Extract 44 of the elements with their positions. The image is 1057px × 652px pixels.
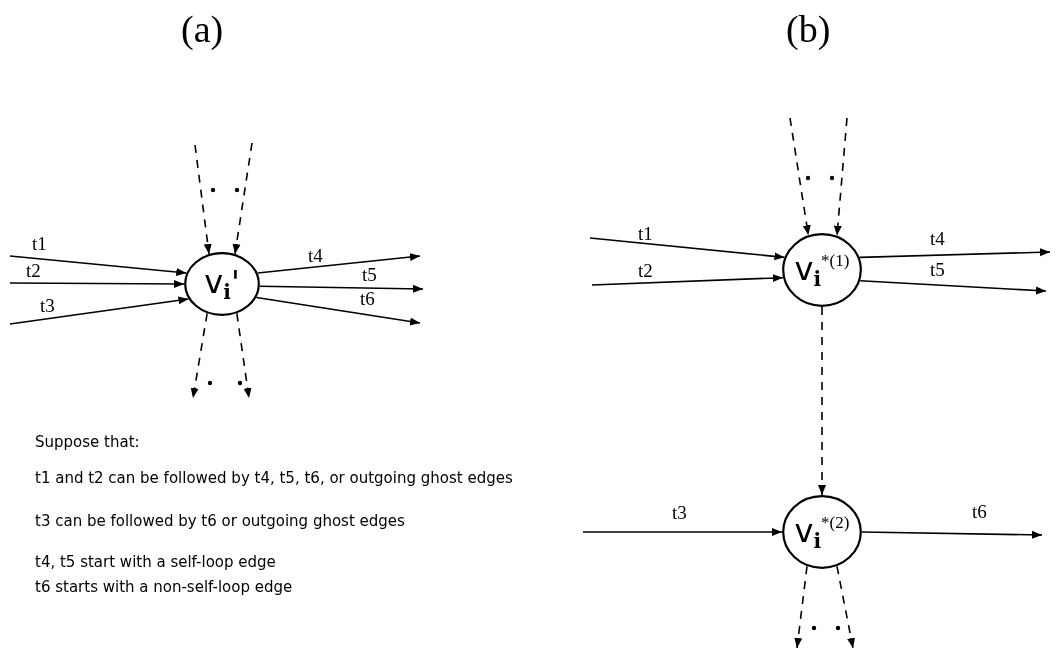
- arrow: [858, 248, 1051, 259]
- note-text: Suppose that:: [35, 432, 141, 453]
- state-circle: [782, 233, 862, 307]
- dashed-arrow: [194, 144, 212, 255]
- dashed-arrow: [190, 312, 208, 399]
- edge-label: t6: [360, 289, 375, 308]
- arrow: [589, 237, 786, 261]
- edge-label: t3: [40, 296, 55, 315]
- edge-label: t1: [638, 224, 653, 243]
- dashed-arrow: [833, 117, 848, 237]
- arrow: [9, 279, 185, 288]
- dashed-arrow: [818, 306, 826, 496]
- arrow: [861, 530, 1043, 539]
- note-text: t4, t5 start with a self-loop edge: [35, 552, 277, 573]
- state-circle: [782, 495, 862, 569]
- edge-label: t3: [672, 503, 687, 522]
- dashed-arrow: [789, 117, 811, 237]
- panel-label: (b): [786, 10, 831, 48]
- edge-label: t1: [32, 234, 47, 253]
- edge-label: t2: [638, 261, 653, 280]
- arrow: [255, 296, 421, 326]
- arrow: [259, 284, 424, 293]
- arrow: [859, 280, 1047, 295]
- arrow: [9, 296, 190, 325]
- edge-label: t6: [972, 502, 987, 521]
- edge-label: t4: [308, 246, 323, 265]
- dashed-arrow: [232, 142, 253, 255]
- edge-label: t4: [930, 229, 945, 248]
- edge-label: t5: [362, 265, 377, 284]
- node-label: v$_{i}$': [204, 266, 240, 302]
- dashed-arrow: [236, 312, 252, 399]
- dashed-arrow: [794, 565, 808, 649]
- note-text: t1 and t2 can be followed by t4, t5, t6, or outgoing ghost edges: [35, 468, 514, 489]
- edge-label: t5: [930, 260, 945, 279]
- arrow: [582, 528, 783, 536]
- arrow: [591, 274, 784, 286]
- note-text: t3 can be followed by t6 or outgoing ghost edges: [35, 511, 406, 532]
- state-circle: [184, 252, 260, 316]
- edge-label: t2: [26, 261, 41, 280]
- panel-label: (a): [181, 10, 224, 48]
- note-text: t6 starts with a non-self-loop edge: [35, 577, 294, 598]
- dashed-arrow: [836, 565, 855, 649]
- arrow: [9, 255, 188, 277]
- arrow: [256, 253, 421, 274]
